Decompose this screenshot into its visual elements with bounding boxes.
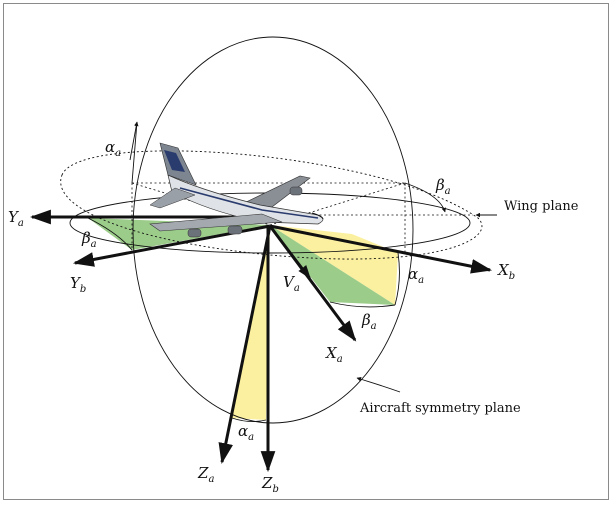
va-label: Va xyxy=(283,273,300,294)
symmetry-plane-ellipse xyxy=(132,36,414,424)
alpha-arc-right xyxy=(394,252,400,306)
beta-bottom-label: βa xyxy=(361,311,377,332)
alpha-right-label: αa xyxy=(408,265,424,286)
xb-axis-arrow xyxy=(269,224,493,274)
alpha-top-label: αa xyxy=(105,138,121,159)
symmetry-plane-pointer xyxy=(356,377,401,393)
beta-left-label: βa xyxy=(81,229,97,250)
xa-label: Xa xyxy=(325,344,343,365)
airliner-icon xyxy=(149,142,324,238)
beta-green-wedge-right xyxy=(270,225,395,305)
wing-plane-label: Wing plane xyxy=(504,199,579,214)
alpha-vertical-ref xyxy=(131,121,138,184)
zb-label: Zb xyxy=(261,474,279,495)
symmetry-plane-label: Aircraft symmetry plane xyxy=(359,401,521,416)
za-label: Za xyxy=(197,464,214,485)
beta-arc-top xyxy=(404,182,447,213)
yb-label: Yb xyxy=(70,274,86,295)
beta-arc-left xyxy=(87,217,133,251)
va-vector-arrow xyxy=(269,225,311,280)
xb-label: Xb xyxy=(497,261,515,282)
ya-label: Ya xyxy=(8,208,24,229)
beta-arc-bottom xyxy=(329,301,396,308)
za-axis-arrow xyxy=(218,225,272,465)
alpha-top-arrow xyxy=(129,121,139,161)
alpha-bottom-label: αa xyxy=(238,422,254,443)
beta-right-label: βa xyxy=(435,176,451,197)
alpha-arc-bottom xyxy=(231,417,267,423)
tilted-dotted-ellipse xyxy=(60,150,483,260)
